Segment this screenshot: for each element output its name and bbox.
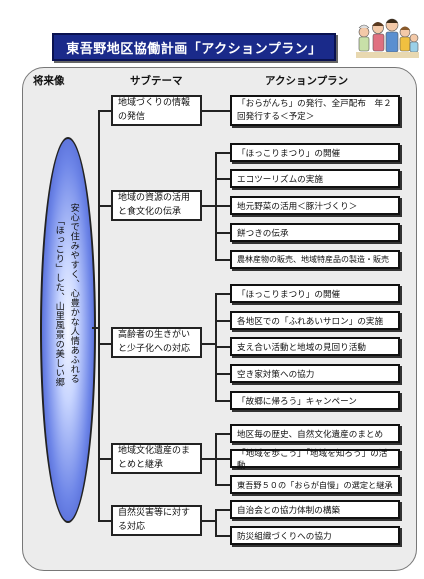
connector-line: [98, 458, 111, 460]
connector-line: [215, 320, 230, 322]
family-illustration-icon: [355, 12, 420, 60]
connector-line: [98, 520, 111, 522]
connector-line: [202, 343, 216, 345]
action-box-4-1: 地区毎の歴史、自然文化遺産のまとめ: [230, 424, 400, 443]
action-box-3-3: 支え合い活動と地域の見回り活動: [230, 337, 400, 356]
action-box-5-1: 自治会との協力体制の構築: [230, 500, 400, 519]
connector-line: [98, 110, 111, 112]
connector-line: [92, 327, 99, 329]
connector-line: [215, 458, 230, 460]
subtheme-box-2: 地域の資源の活用と食文化の伝承: [111, 190, 202, 221]
connector-line: [98, 110, 100, 521]
subtheme-box-3: 高齢者の生きがいと少子化への対応: [111, 327, 202, 358]
connector-line: [202, 458, 216, 460]
action-box-1-1: 「おらがんち」の発行、全戸配布 年２回発行する＜予定＞: [230, 95, 400, 126]
action-box-3-2: 各地区での「ふれあいサロン」の実施: [230, 311, 400, 330]
connector-line: [215, 232, 230, 234]
connector-line: [202, 110, 230, 112]
action-box-2-1: 「ほっこりまつり」の開催: [230, 143, 400, 162]
action-box-5-2: 防災組織づくりへの協力: [230, 526, 400, 545]
connector-line: [215, 509, 230, 511]
vision-oval: [40, 137, 96, 523]
action-box-4-2: 「地域を歩こう」「地域を知ろう」の活動: [230, 449, 400, 471]
subtheme-box-4: 地域文化遺産のまとめと継承: [111, 443, 202, 474]
connector-line: [215, 535, 230, 537]
action-box-3-4: 空き家対策への協力: [230, 364, 400, 383]
connector-line: [215, 373, 230, 375]
vision-text-line2: 「ほっこり」した、山里風景の美しい郷: [53, 216, 65, 387]
action-box-2-5: 農林産物の販売、地域特産品の製造・販売: [230, 250, 400, 269]
connector-line: [215, 433, 230, 435]
connector-line: [215, 400, 230, 402]
connector-line: [202, 205, 216, 207]
connector-line: [98, 343, 111, 345]
connector-line: [98, 205, 111, 207]
vision-header: 将来像: [33, 75, 65, 87]
vision-text-line1: 安心で住みやすく、心豊かな人情あふれる: [68, 203, 80, 384]
subtheme-box-5: 自然災害等に対する対応: [111, 505, 202, 536]
connector-line: [215, 346, 230, 348]
action-box-2-4: 餅つきの伝承: [230, 223, 400, 242]
action-box-3-5: 「故郷に帰ろう」キャンペーン: [230, 391, 400, 410]
connector-line: [202, 520, 216, 522]
page-title: 東吾野地区協働計画「アクションプラン」: [52, 33, 336, 61]
subtheme-box-1: 地域づくりの情報の発信: [111, 95, 202, 126]
action-box-2-3: 地元野菜の活用＜豚汁づくり＞: [230, 196, 400, 215]
connector-line: [215, 152, 230, 154]
action-box-4-3: 東吾野５０の「おらが自慢」の選定と継承: [230, 475, 400, 494]
action-header: アクションプラン: [265, 75, 349, 87]
action-box-2-2: エコツーリズムの実施: [230, 169, 400, 188]
connector-line: [215, 509, 217, 537]
connector-line: [215, 484, 230, 486]
action-box-3-1: 「ほっこりまつり」の開催: [230, 284, 400, 303]
connector-line: [215, 178, 230, 180]
subtheme-header: サブテーマ: [130, 75, 183, 87]
connector-line: [215, 205, 230, 207]
connector-line: [215, 293, 230, 295]
connector-line: [215, 259, 230, 261]
